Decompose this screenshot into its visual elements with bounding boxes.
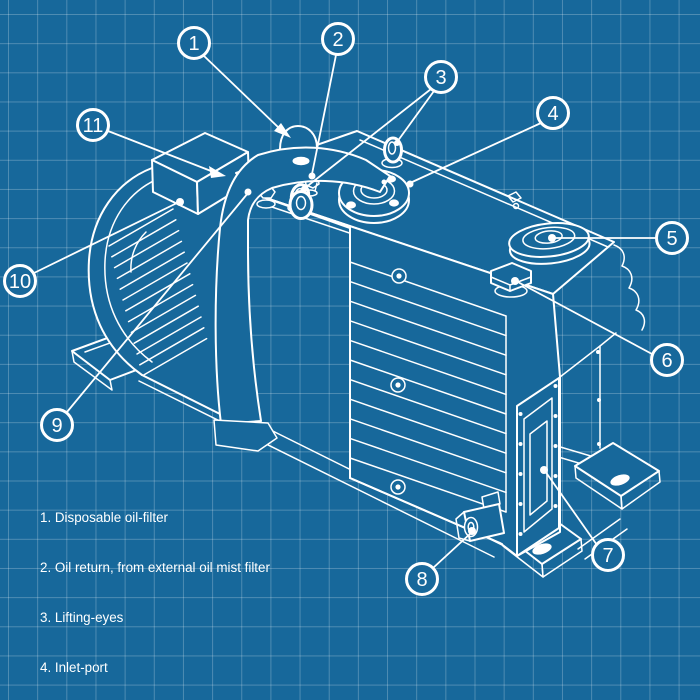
- callout-7: 7: [591, 538, 625, 572]
- handle-pad: [292, 156, 310, 166]
- callout-6: 6: [650, 343, 684, 377]
- carry-handle: [213, 146, 391, 452]
- callout-2: 2: [321, 22, 355, 56]
- leader-lines: [33, 54, 657, 569]
- fin-clamp-tabs: [390, 268, 407, 495]
- legend-item-1: 1. Disposable oil-filter: [40, 510, 169, 526]
- callout-8-number: 8: [416, 569, 427, 591]
- callout-3-number: 3: [435, 67, 446, 89]
- callout-4-number: 4: [547, 103, 558, 125]
- parts-legend: 1. Disposable oil-filter 2. Oil return, …: [40, 477, 340, 700]
- callout-7-number: 7: [602, 545, 613, 567]
- callout-5: 5: [655, 221, 689, 255]
- callout-2-number: 2: [332, 29, 343, 51]
- callout-1: 1: [177, 26, 211, 60]
- motor: [87, 146, 248, 424]
- callout-1-number: 1: [188, 33, 199, 55]
- oil-box-fins: [349, 261, 507, 513]
- motor-cooling-fins: [108, 208, 208, 377]
- oil-level-sight-glass: [516, 377, 560, 557]
- callout-9-number: 9: [51, 415, 62, 437]
- callout-8: 8: [405, 562, 439, 596]
- callout-5-number: 5: [666, 228, 677, 250]
- callout-11: 11: [76, 108, 110, 142]
- arrowhead-11: [209, 166, 226, 178]
- callout-10: 10: [3, 264, 37, 298]
- callout-9: 9: [40, 408, 74, 442]
- legend-item-2: 2. Oil return, from external oil mist fi…: [40, 560, 270, 576]
- arrowhead-1: [274, 123, 291, 138]
- callout-11-number: 11: [83, 115, 104, 137]
- callout-3: 3: [424, 60, 458, 94]
- foot-right-rear: [574, 442, 661, 510]
- callout-4: 4: [536, 96, 570, 130]
- callout-6-number: 6: [661, 350, 672, 372]
- callout-10-number: 10: [9, 271, 31, 293]
- legend-item-3: 3. Lifting-eyes: [40, 610, 124, 626]
- scalloped-edge: [613, 244, 646, 331]
- legend-item-4: 4. Inlet-port: [40, 660, 108, 676]
